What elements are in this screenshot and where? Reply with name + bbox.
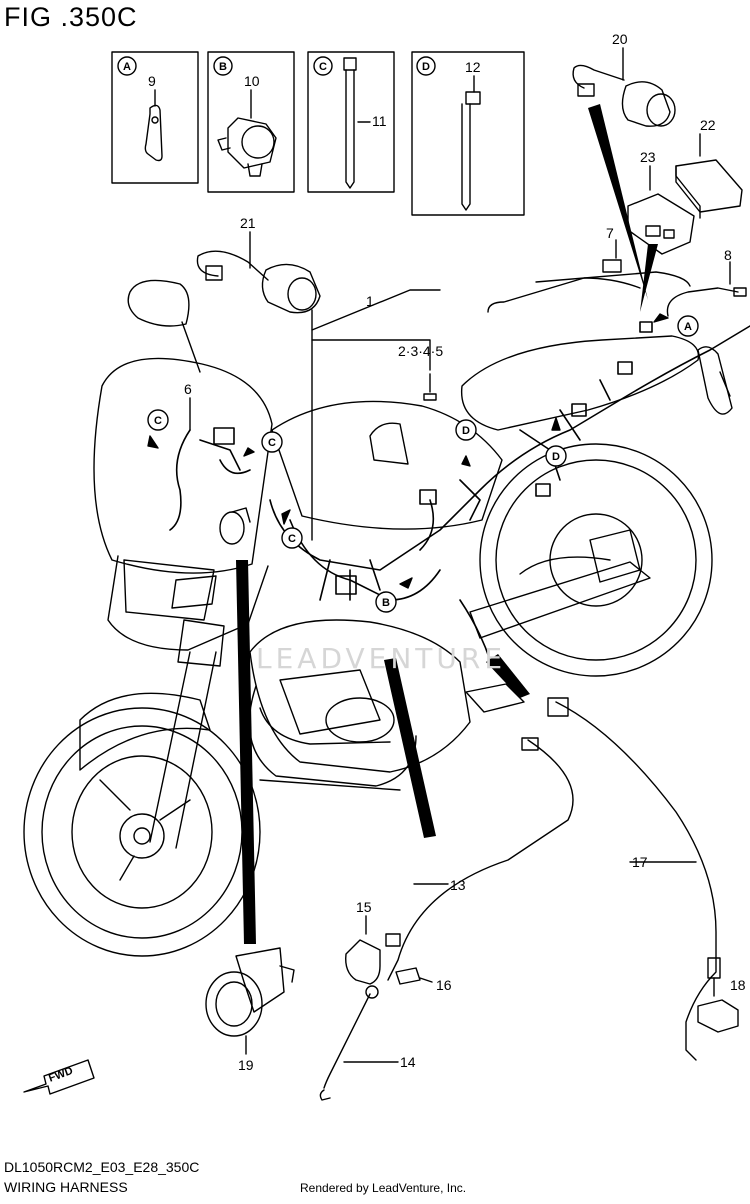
inset-letter-a: A [123,61,131,73]
callout-21: 21 [240,215,256,231]
callout-20: 20 [612,31,628,47]
view-marker-b: B [375,591,397,613]
callout-15: 15 [356,899,372,915]
callout-14: 14 [400,1054,416,1070]
inset-letter-d: D [422,61,430,73]
callout-23: 23 [640,149,656,165]
sensor-13 [385,737,574,981]
view-marker-d-right: D [545,445,567,467]
inset-box-c: C 11 [307,51,395,193]
callout-6: 6 [184,381,192,397]
callout-19: 19 [238,1057,254,1073]
diagram-title: WIRING HARNESS [4,1179,128,1195]
inset-box-d: D 12 [411,51,525,216]
svg-text:C: C [268,437,276,449]
svg-text:A: A [684,321,692,333]
bolt-16 [395,967,433,985]
view-marker-a: A [677,315,699,337]
connector-21 [196,231,321,314]
view-marker-c-left: C [147,409,169,431]
inset-letter-c: C [319,61,327,73]
callout-1: 1 [366,293,374,309]
ecu-22 [675,133,743,219]
bracket-15 [345,915,381,985]
callout-17: 17 [632,854,648,870]
figure-title: FIG .350C [4,2,138,32]
svg-text:D: D [462,425,470,437]
motorcycle-illustration [23,271,733,957]
callout-10: 10 [244,73,260,89]
sensor-17 [547,697,717,1061]
fwd-arrow-icon [23,1059,95,1095]
svg-text:C: C [288,533,296,545]
connector-20 [572,47,676,127]
horn-19 [205,947,295,1055]
inset-box-b: B 10 [207,51,295,193]
harness-8 [666,261,747,317]
rendered-by: Rendered by LeadVenture, Inc. [300,1181,467,1195]
callout-16: 16 [436,977,452,993]
watermark: LEADVENTURE [256,642,506,675]
inset-letter-b: B [219,61,227,73]
svg-text:B: B [382,597,390,609]
callout-11: 11 [372,113,387,129]
connector-7 [602,239,622,273]
callout-2-3-4-5: 2·3·4·5 [398,343,443,359]
cable-14 [319,985,399,1101]
svg-text:D: D [552,451,560,463]
callout-12: 12 [465,59,481,75]
diagram-code: DL1050RCM2_E03_E28_350C [4,1159,200,1175]
view-marker-arrows [147,313,669,589]
wiring-harness-1 [169,321,750,661]
callout-8: 8 [724,247,732,263]
view-marker-d-left: D [455,419,477,441]
sensor-18 [697,957,739,1033]
view-marker-c-mid: C [281,527,303,549]
relay-23 [627,165,695,255]
horn-mounted [219,507,251,545]
callout-18: 18 [730,977,746,993]
inset-box-a: A 9 [111,51,199,184]
svg-text:C: C [154,415,162,427]
callout-9: 9 [148,73,156,89]
view-marker-c-right: C [261,431,283,453]
callout-7: 7 [606,225,614,241]
callout-22: 22 [700,117,716,133]
callout-13: 13 [450,877,466,893]
